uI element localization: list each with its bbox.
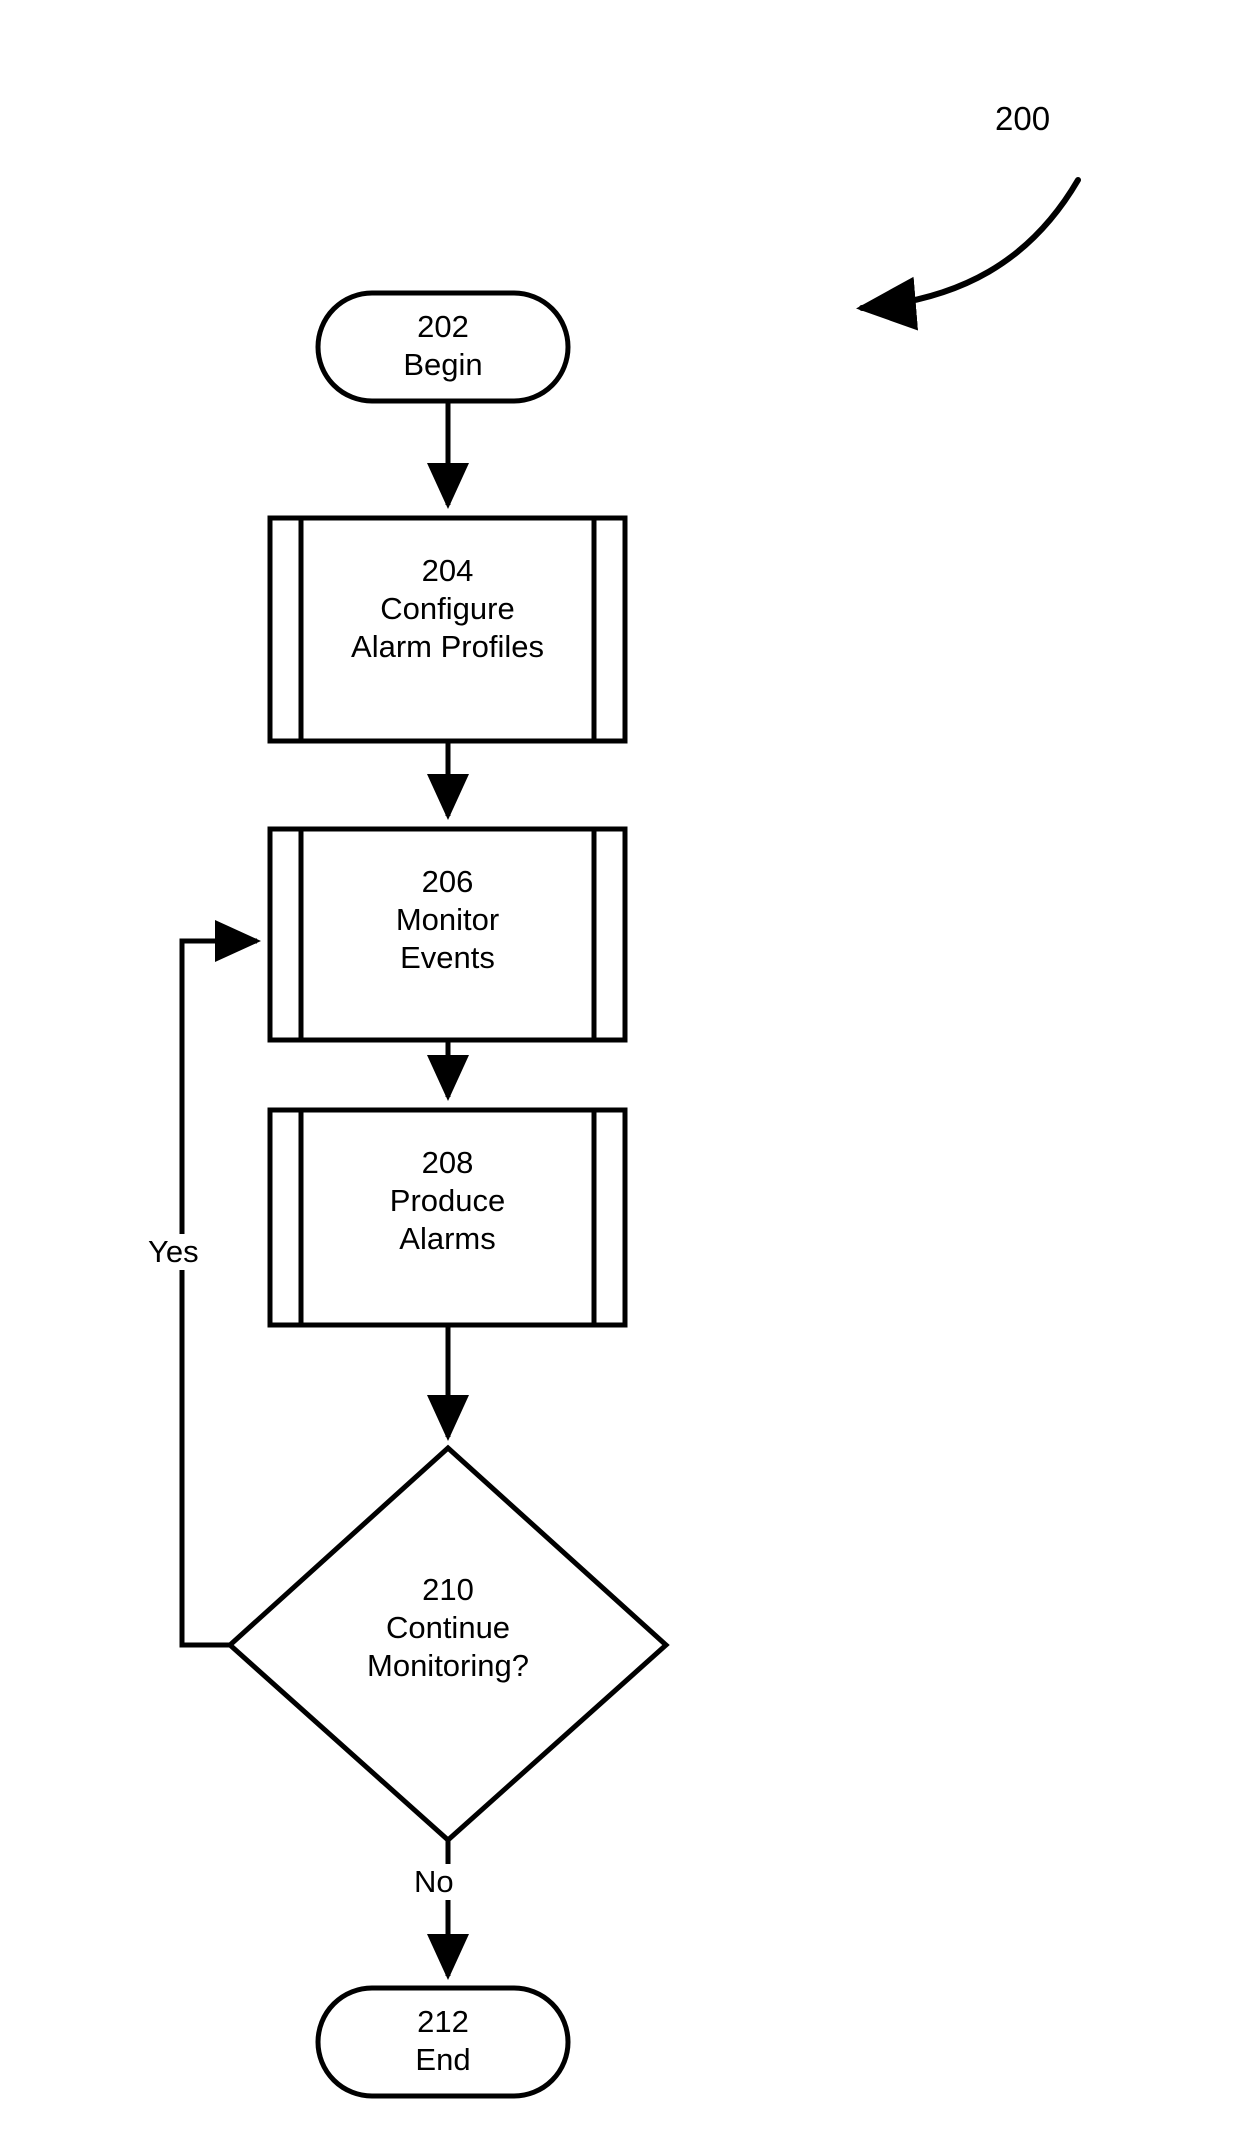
edge-label-yes: Yes [145, 1234, 202, 1270]
reference-callout-arrow [856, 177, 1081, 331]
node-210-continue-monitoring-shape[interactable] [226, 1444, 670, 1844]
node-212-end-shape[interactable] [315, 1985, 571, 2099]
figure-reference-label: 200 [995, 100, 1051, 137]
node-208-produce-alarms-shape[interactable] [267, 1107, 628, 1328]
node-202-begin-shape[interactable] [315, 290, 571, 404]
edge-210-to-206-yes [179, 920, 262, 1648]
node-204-configure-alarm-profiles-shape[interactable] [267, 515, 628, 744]
edge-label-no: No [411, 1864, 457, 1900]
node-206-monitor-events-shape[interactable] [267, 826, 628, 1043]
